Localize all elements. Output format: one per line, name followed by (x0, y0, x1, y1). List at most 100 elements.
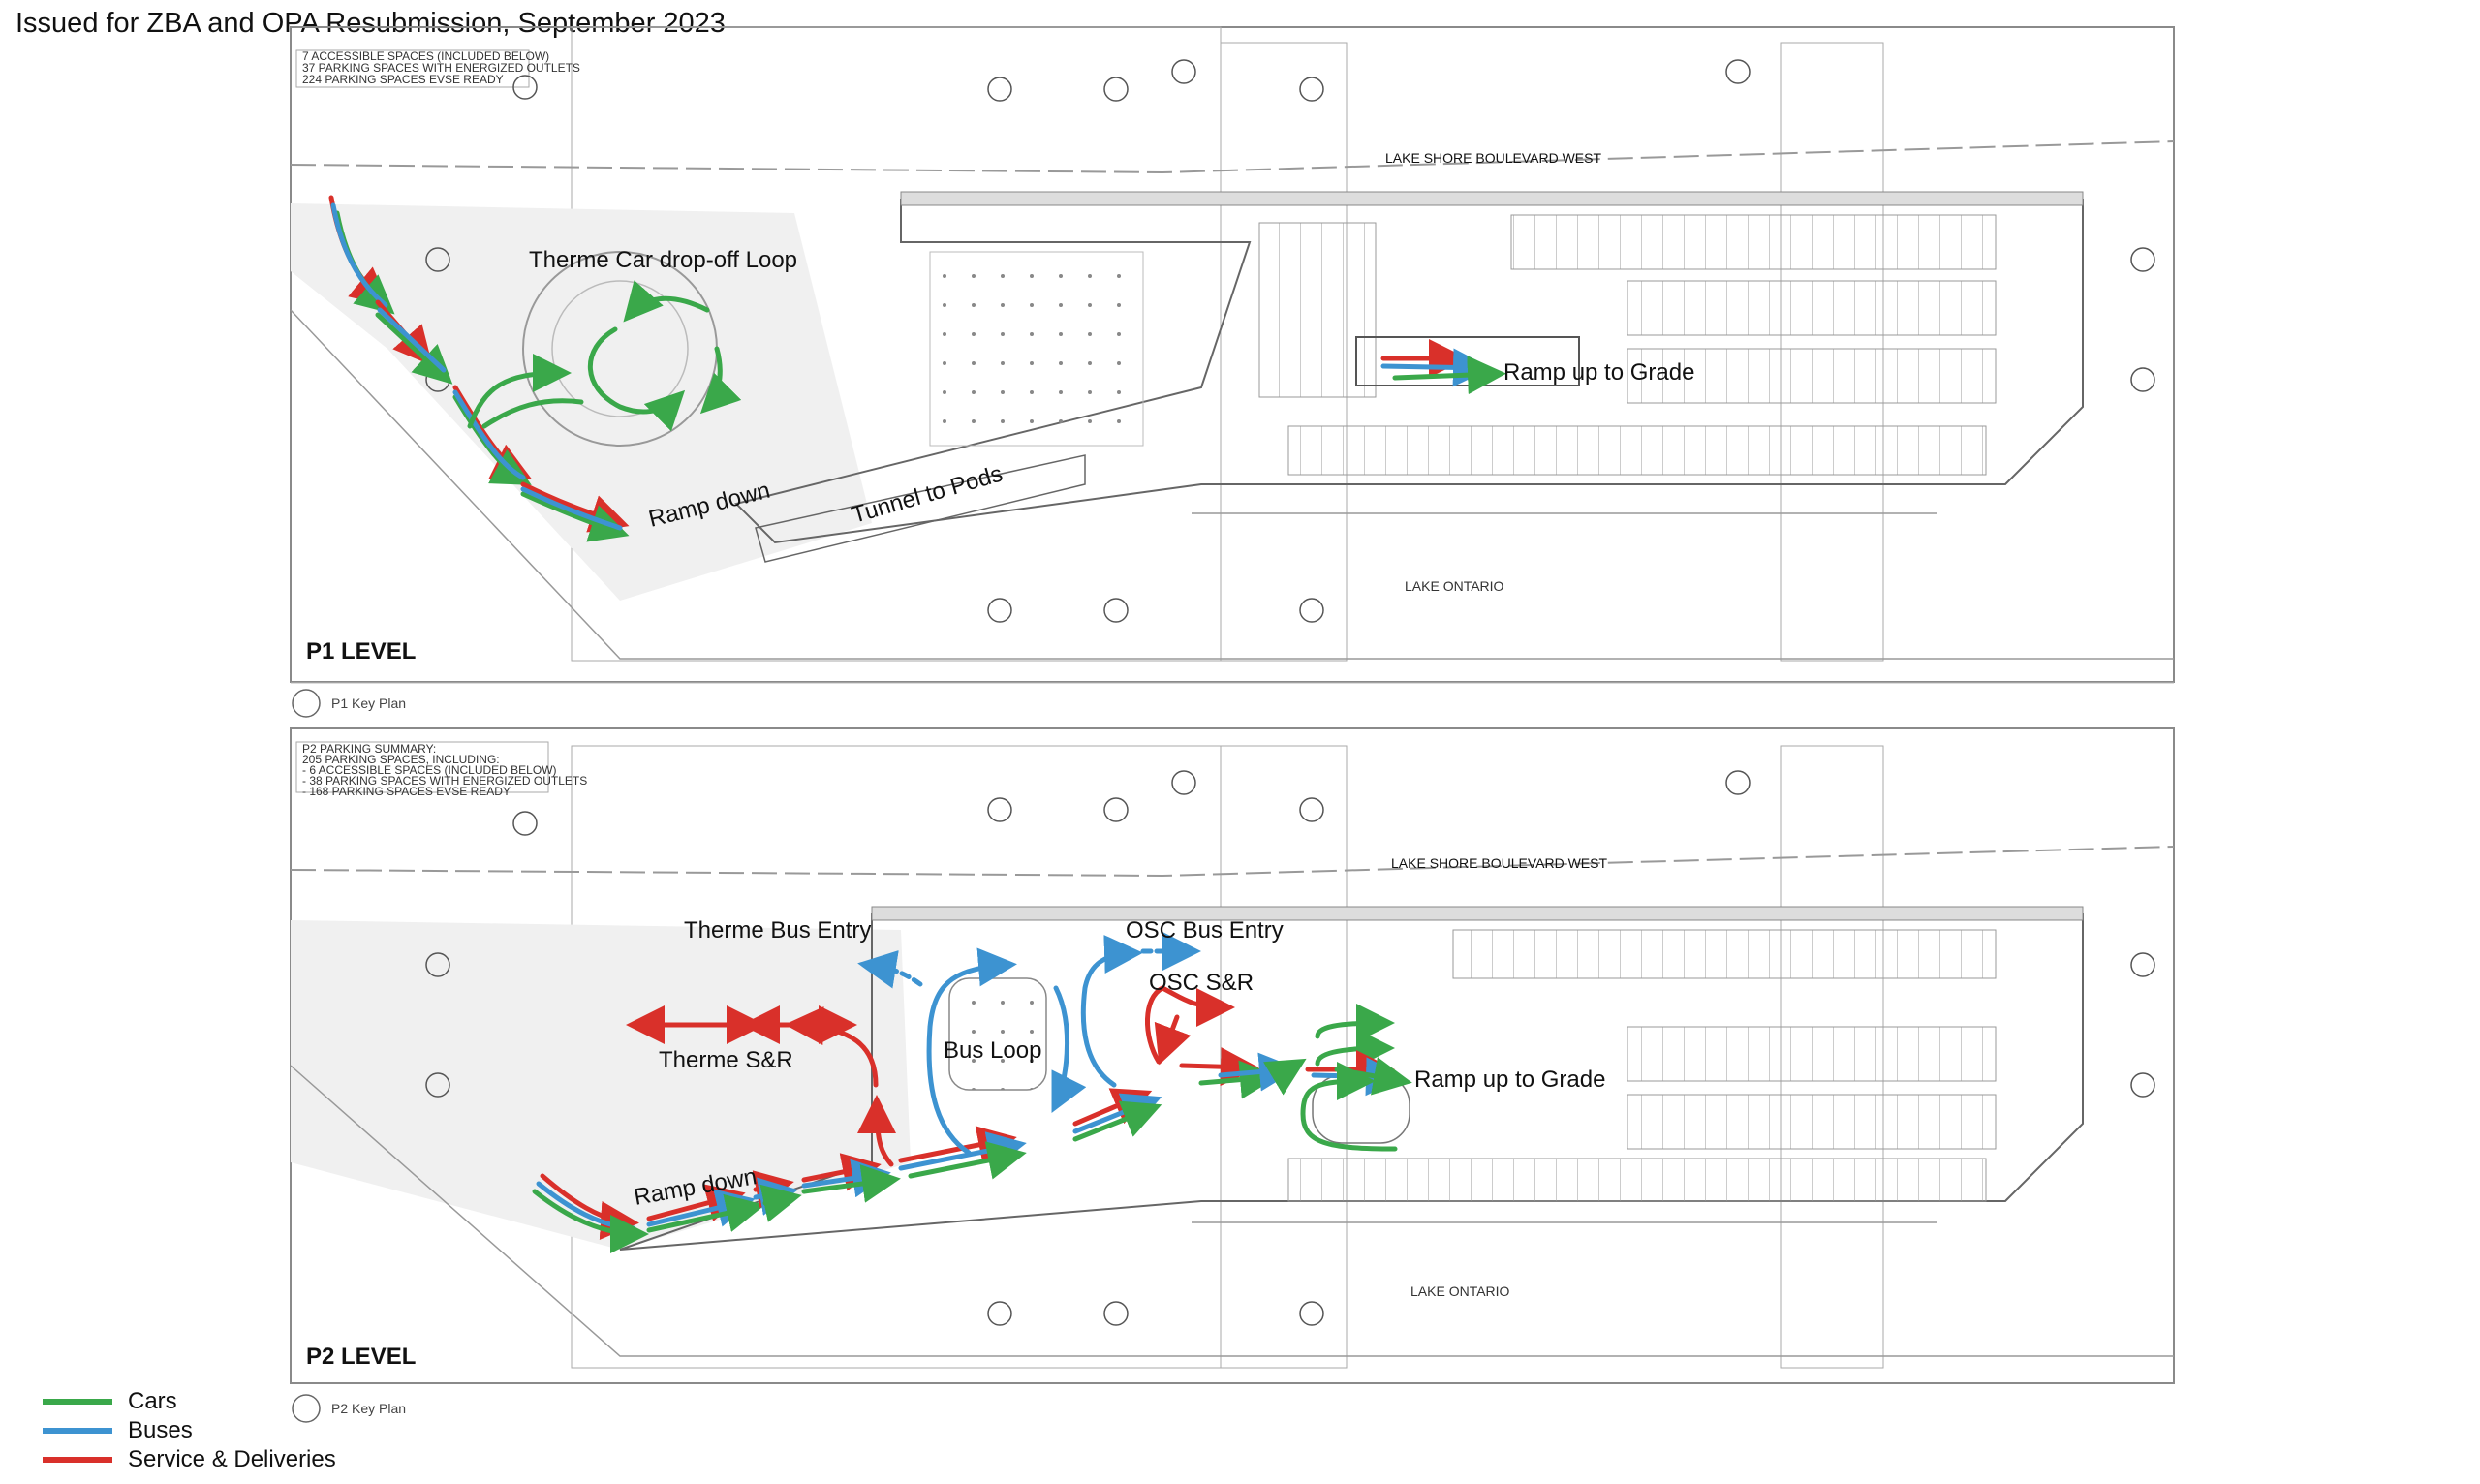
p1-property-line (290, 140, 2175, 174)
p2-osc-bus-entry-label: OSC Bus Entry (1126, 917, 1284, 943)
page-title: Issued for ZBA and OPA Resubmission, Sep… (16, 8, 726, 39)
p1-car-seg2 (375, 312, 453, 385)
p2-summary-line: - 168 PARKING SPACES EVSE READY (302, 785, 511, 798)
p1-car-seg4 (520, 491, 630, 542)
p2-therme-area (291, 920, 911, 1250)
p2-summary-line: - 6 ACCESSIBLE SPACES (INCLUDED BELOW) (302, 763, 557, 777)
p2-bus-loop-left (926, 947, 1017, 1156)
p2-ramp-up-label: Ramp up to Grade (1414, 1067, 1605, 1093)
p1-road-label: LAKE SHORE BOULEVARD WEST (1385, 150, 1601, 166)
p1-summary-box (295, 49, 530, 88)
p2-stalls-row-1 (1452, 929, 1997, 979)
p2-building-band (871, 906, 2084, 921)
p2-car-ramp-loop (1315, 1004, 1395, 1043)
p1-plaza (929, 251, 1144, 447)
p2-site-boundary (290, 1065, 2174, 1357)
p2-summary-box (295, 741, 549, 793)
p2-flow-arrows (532, 932, 1412, 1253)
p2-summary-line: 205 PARKING SPACES, INCLUDING: (302, 753, 500, 766)
p1-summary-line: 224 PARKING SPACES EVSE READY (302, 73, 504, 86)
p2-therme-bus-entry-label: Therme Bus Entry (684, 917, 871, 943)
p1-car-ramp-up (1392, 356, 1506, 395)
p2-bus-loop-island (948, 977, 1047, 1091)
p1-stalls-row-2 (1627, 280, 1997, 336)
p2-service-osc-exit (1179, 1047, 1259, 1087)
p1-panel: 7 ACCESSIBLE SPACES (INCLUDED BELOW) 37 … (290, 26, 2175, 683)
p2-summary-line: - 38 PARKING SPACES WITH ENERGIZED OUTLE… (302, 774, 587, 788)
p1-summary-line: 37 PARKING SPACES WITH ENERGIZED OUTLETS (302, 61, 580, 75)
p1-therme-ring-inner (551, 280, 689, 417)
p2-lake-label: LAKE ONTARIO (1410, 1283, 1510, 1299)
p2-car-seg6 (1072, 1100, 1162, 1142)
legend-label: Cars (128, 1388, 177, 1414)
p2-bus-loop-label: Bus Loop (944, 1037, 1041, 1064)
p2-service-up-therme (857, 1095, 897, 1167)
p1-level-label: P1 LEVEL (306, 638, 416, 665)
p2-stalls-row-4 (1287, 1158, 1987, 1202)
legend-item-cars: Cars (43, 1387, 336, 1416)
p2-stalls-row-2 (1627, 1026, 1997, 1082)
p2-car-seg2 (646, 1193, 765, 1233)
p1-building-outline (734, 199, 2084, 544)
p1-car-loop-exit (481, 398, 584, 429)
p2-stalls-row-3 (1627, 1094, 1997, 1150)
p1-stalls-row-1 (1510, 214, 1997, 270)
legend-item-buses: Buses (43, 1416, 336, 1445)
legend: Cars Buses Service & Deliveries (43, 1387, 336, 1474)
legend-label: Buses (128, 1417, 193, 1443)
p1-bus-seg3 (452, 389, 526, 480)
p1-bus-seg2 (377, 307, 447, 373)
legend-label: Service & Deliveries (128, 1446, 336, 1472)
p2-car-seg8 (1262, 1058, 1307, 1096)
p2-car-seg7 (1198, 1060, 1279, 1099)
p1-stalls-row-4 (1287, 425, 1987, 476)
p2-car-seg4 (801, 1164, 901, 1203)
p1-ramp-up-label: Ramp up to Grade (1504, 359, 1694, 386)
p1-dropoff-label: Therme Car drop-off Loop (529, 247, 797, 273)
p1-tunnel (755, 454, 1086, 563)
p2-service-osc-up (1145, 985, 1235, 1065)
p2-panel: P2 PARKING SUMMARY: 205 PARKING SPACES, … (290, 727, 2175, 1384)
p1-building-band (900, 191, 2084, 206)
p1-lake-label: LAKE ONTARIO (1405, 578, 1504, 594)
p2-car-ramp-down (532, 1189, 649, 1253)
p1-key-plan-marker (292, 689, 321, 718)
p2-service-osc-down (1154, 1014, 1192, 1066)
legend-swatch-buses (43, 1428, 112, 1434)
p1-key-plan-label: P1 Key Plan (331, 696, 406, 711)
p2-key-plan-marker (292, 1394, 321, 1423)
p1-flow-arrows (328, 195, 1506, 542)
p1-stalls-row-3 (1627, 348, 1997, 404)
p2-car-return-loop (1300, 1062, 1398, 1152)
p2-key-plan-label: P2 Key Plan (331, 1401, 406, 1416)
p1-sheet-frame (290, 26, 2175, 683)
p2-level-label: P2 LEVEL (306, 1344, 416, 1370)
p2-car-seg3 (760, 1184, 802, 1222)
p1-car-loop-top (623, 280, 710, 323)
p1-bus-seg4 (520, 486, 623, 531)
p1-summary-line: 7 ACCESSIBLE SPACES (INCLUDED BELOW) (302, 49, 549, 63)
p1-bus-ramp-up (1380, 348, 1492, 387)
p2-summary-title: P2 PARKING SUMMARY: (302, 742, 436, 756)
p1-stalls-row-5 (1258, 222, 1377, 398)
p1-site-boundary (290, 309, 2174, 660)
p1-tunnel-label: Tunnel to Pods (849, 461, 1006, 529)
p1-bus-ramp-down (330, 202, 388, 308)
p2-bus-therme-entry (857, 949, 923, 989)
p2-property-line (290, 846, 2175, 878)
p1-car-loop-entry (467, 354, 572, 429)
p2-osc-sr-label: OSC S&R (1149, 970, 1254, 996)
p1-car-loop-inner (587, 326, 686, 432)
p1-car-loop-right (699, 346, 742, 415)
legend-swatch-service (43, 1457, 112, 1463)
p2-therme-sr-label: Therme S&R (659, 1047, 793, 1073)
p2-grid-markers (425, 770, 2155, 1326)
p2-car-ramp-loop2 (1315, 1029, 1395, 1068)
p2-road-label: LAKE SHORE BOULEVARD WEST (1391, 855, 1607, 871)
legend-item-service: Service & Deliveries (43, 1445, 336, 1474)
p2-bus-loop-right (1051, 985, 1087, 1113)
p2-bus-osc-loop (1080, 935, 1143, 1088)
p2-bay-b (1220, 745, 1348, 1369)
p2-car-seg5 (908, 1141, 1027, 1180)
